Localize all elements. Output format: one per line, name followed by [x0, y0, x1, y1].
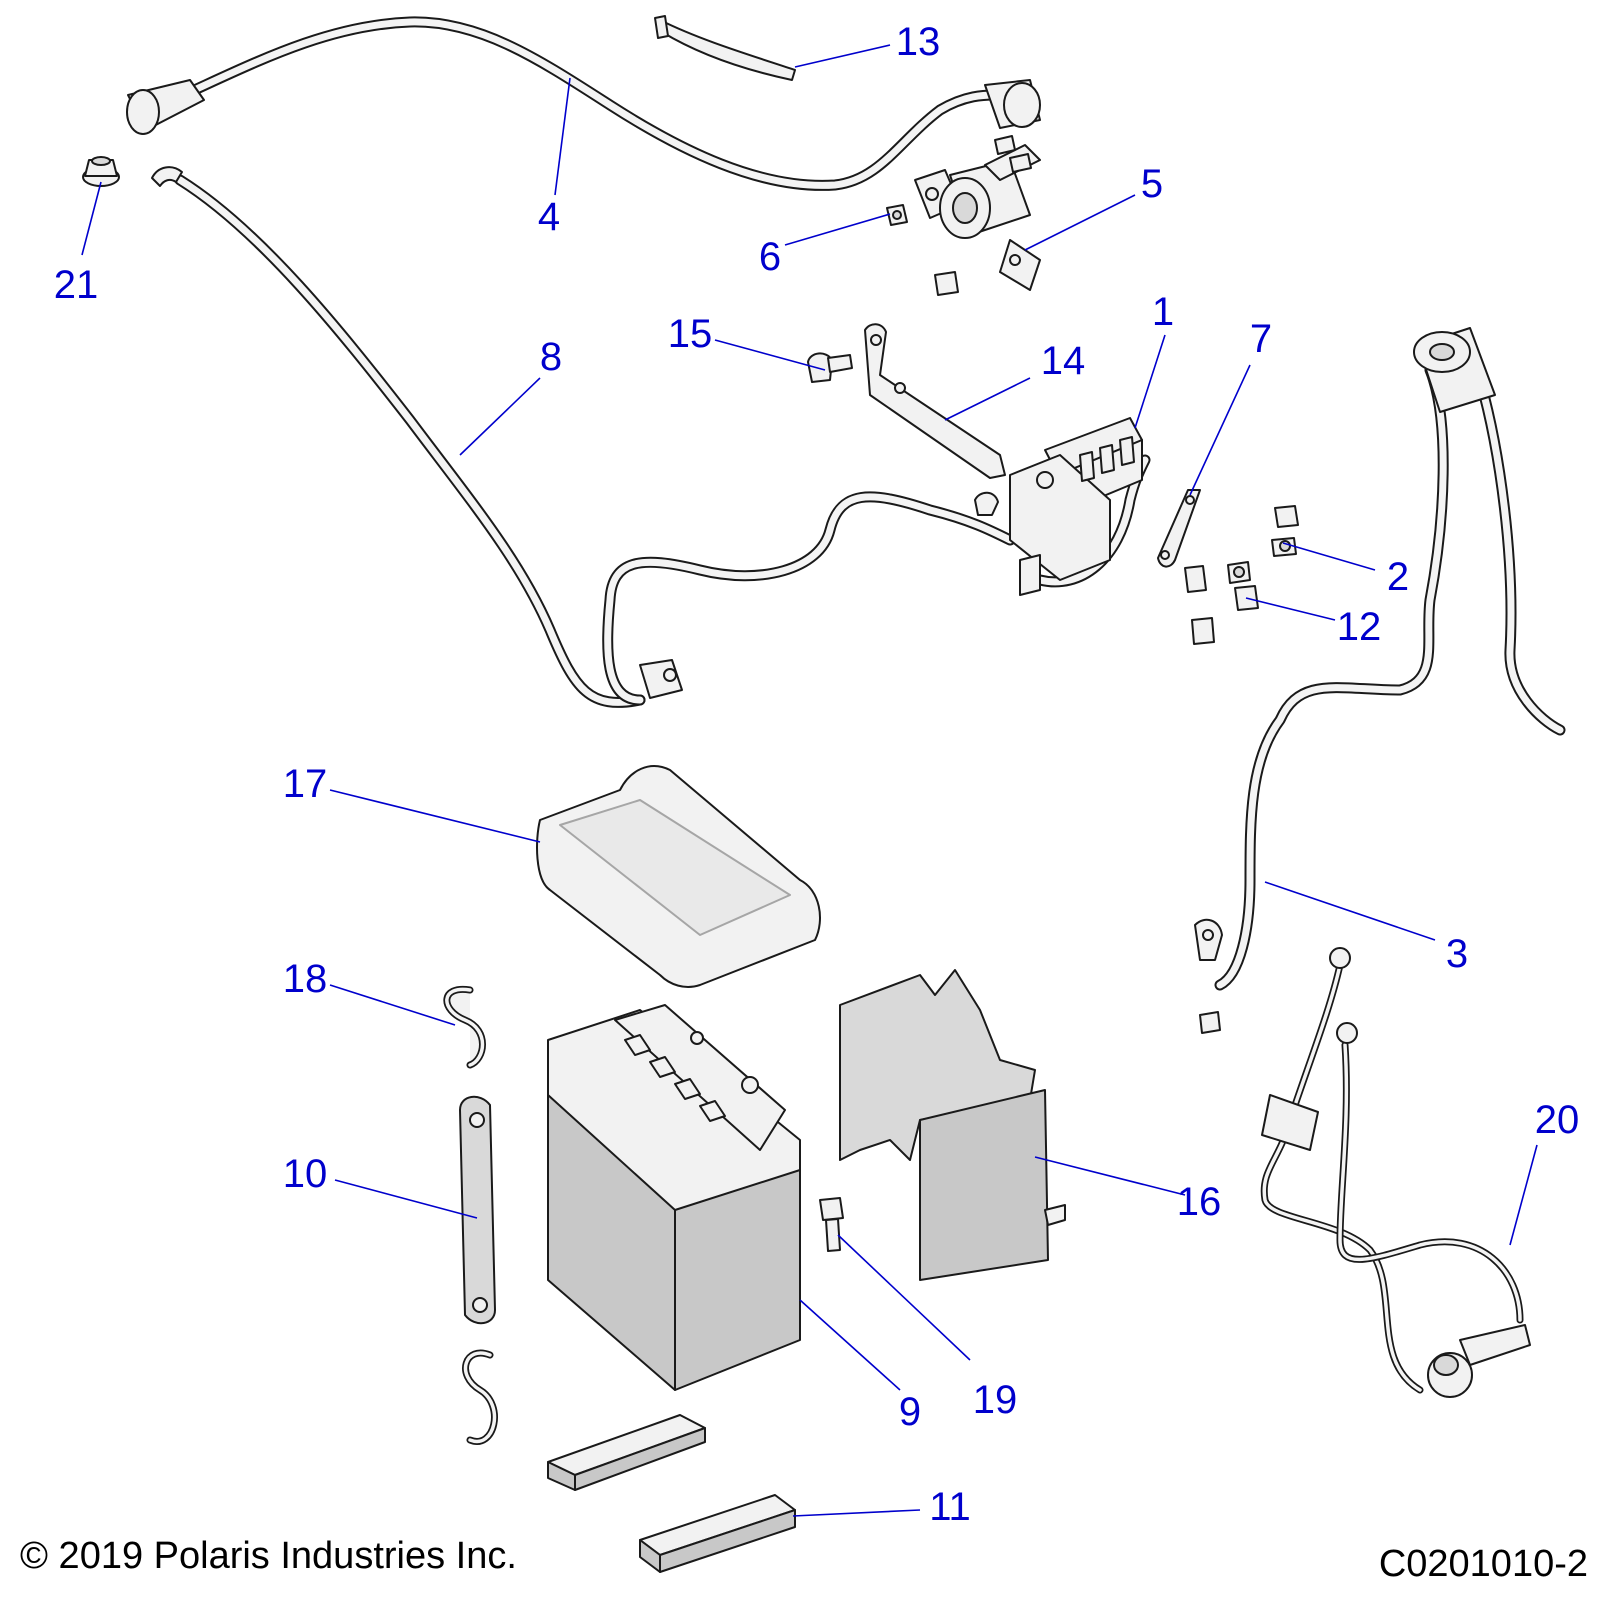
leader-17 — [329, 789, 541, 843]
leader-3 — [1264, 881, 1436, 941]
callout-6: 6 — [759, 235, 781, 279]
callout-3: 3 — [1446, 932, 1468, 976]
leader-12 — [1245, 597, 1336, 621]
part-7-clip — [1157, 489, 1201, 568]
leader-19 — [837, 1234, 971, 1361]
leader-9 — [799, 1299, 901, 1391]
part-11-battery-pads — [547, 1414, 796, 1573]
callout-7: 7 — [1250, 317, 1272, 361]
part-20-accessory-lead — [1260, 947, 1531, 1398]
callout-20: 20 — [1535, 1098, 1580, 1142]
part-18-clip — [443, 985, 486, 1069]
callout-18: 18 — [283, 957, 328, 1001]
part-15-push-rivet — [807, 352, 853, 383]
part-14-bracket — [864, 323, 1006, 479]
part-6-nut — [886, 204, 908, 226]
copyright-notice: © 2019 Polaris Industries Inc. — [20, 1535, 517, 1577]
callout-1: 1 — [1152, 290, 1174, 334]
leader-13 — [794, 44, 891, 68]
leader-18 — [329, 984, 456, 1026]
leader-8 — [459, 377, 541, 456]
callout-15: 15 — [668, 312, 713, 356]
callout-13: 13 — [896, 20, 941, 64]
callout-12: 12 — [1337, 605, 1382, 649]
leader-11 — [792, 1509, 921, 1517]
leader-4 — [554, 77, 571, 196]
leader-16 — [1034, 1156, 1186, 1196]
callout-4: 4 — [538, 195, 560, 239]
callout-9: 9 — [899, 1390, 921, 1434]
leader-6 — [784, 213, 891, 246]
leader-1 — [1134, 334, 1166, 429]
leader-5 — [1024, 194, 1136, 251]
part-8-ground-cable — [151, 166, 646, 708]
part-16-battery-box — [839, 969, 1066, 1281]
part-9-battery — [547, 1004, 801, 1391]
leader-lines — [81, 44, 1538, 1517]
leader-21 — [81, 181, 102, 256]
part-3-positive-cable — [1194, 327, 1566, 1034]
part-2-nuts — [1227, 505, 1299, 584]
leader-2 — [1282, 542, 1376, 571]
callout-10: 10 — [283, 1152, 328, 1196]
callout-8: 8 — [540, 335, 562, 379]
main-harness — [602, 454, 1151, 706]
callout-11: 11 — [929, 1485, 971, 1529]
leader-20 — [1509, 1144, 1538, 1246]
part-1-terminal-block — [974, 417, 1143, 596]
callout-21: 21 — [54, 263, 99, 307]
callout-14: 14 — [1041, 339, 1086, 383]
callout-17: 17 — [283, 762, 328, 806]
leader-14 — [944, 377, 1031, 421]
part-5-solenoid — [914, 135, 1041, 296]
leader-10 — [334, 1179, 478, 1219]
callout-19: 19 — [973, 1378, 1018, 1422]
callout-5: 5 — [1141, 162, 1163, 206]
callout-16: 16 — [1177, 1180, 1222, 1224]
part-4-battery-cable — [126, 16, 1041, 191]
callout-2: 2 — [1387, 555, 1409, 599]
part-18-lower-clip — [462, 1349, 498, 1445]
part-21-flange-nut — [82, 156, 120, 187]
part-13-cable-strap — [654, 15, 796, 81]
callout-labels: 1 2 3 4 5 6 7 8 9 10 11 12 13 14 15 16 1… — [54, 20, 1580, 1529]
leader-15 — [714, 339, 826, 371]
part-17-battery-cover — [536, 765, 821, 988]
figure-id: C0201010-2 — [1379, 1543, 1588, 1585]
part-10-hold-down-strap — [459, 1095, 496, 1325]
leader-7 — [1189, 364, 1251, 496]
part-19-bolt — [819, 1197, 844, 1252]
